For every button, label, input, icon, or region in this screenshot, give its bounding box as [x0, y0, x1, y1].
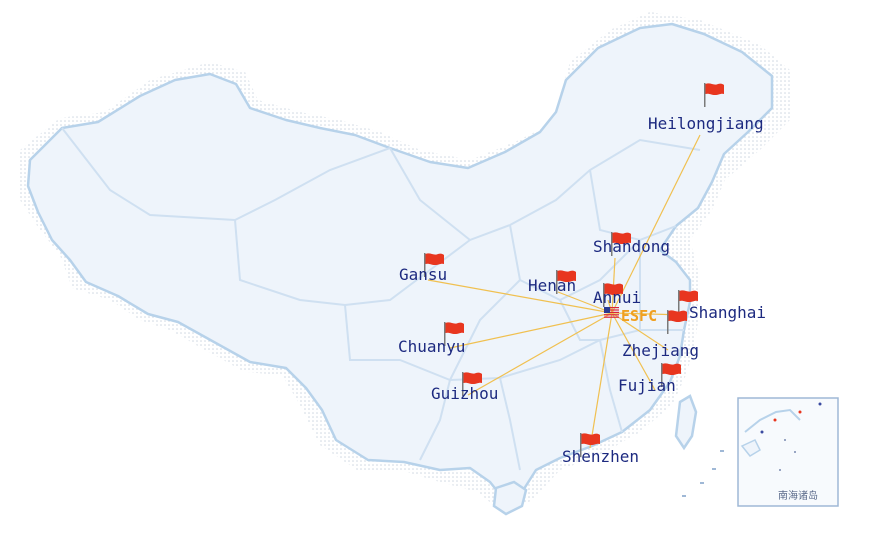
label-zhejiang: Zhejiang	[622, 341, 700, 360]
province-borders	[61, 127, 701, 471]
route-line-gansu	[427, 279, 613, 314]
label-chuanyu: Chuanyu	[398, 337, 466, 356]
label-henan: Henan	[528, 276, 577, 295]
route-lines	[427, 134, 701, 449]
route-line-fujian	[611, 312, 656, 391]
red-flag-icon-shenzhen	[580, 433, 600, 457]
route-line-heilongjiang	[611, 134, 701, 314]
island-marks	[682, 450, 724, 497]
route-line-shenzhen	[589, 312, 613, 449]
label-fujian: Fujian	[618, 376, 676, 395]
label-gansu: Gansu	[399, 265, 448, 284]
route-line-zhejiang	[611, 312, 669, 351]
label-shanghai: Shanghai	[689, 303, 767, 322]
red-flag-icon-henan	[556, 270, 576, 294]
route-line-chuanyu	[449, 312, 613, 349]
red-flag-icon-gansu	[424, 253, 444, 277]
red-flag-icon-zhejiang	[667, 310, 687, 334]
flag-markers	[424, 83, 724, 457]
red-flag-icon-fujian	[661, 363, 681, 387]
hub-label: ESFC	[621, 307, 658, 325]
label-shandong: Shandong	[593, 237, 671, 256]
hainan-island	[492, 480, 528, 516]
red-flag-icon-heilongjiang	[704, 83, 724, 107]
red-flag-icon-guizhou	[462, 372, 482, 396]
us-flag-icon	[604, 307, 619, 318]
route-line-henan	[557, 291, 613, 314]
red-flag-icon-shandong	[611, 232, 631, 256]
route-line-guizhou	[467, 312, 613, 396]
inset-label: 南海诸岛	[778, 491, 818, 502]
china-landmass	[26, 22, 774, 504]
red-flag-icon-anhui	[603, 283, 623, 307]
red-flag-icon-chuanyu	[444, 322, 464, 346]
taiwan-island	[674, 394, 698, 451]
route-line-anhui	[607, 299, 613, 314]
label-guizhou: Guizhou	[431, 384, 499, 403]
label-anhui: Annui	[593, 288, 642, 307]
south-china-sea-inset	[737, 397, 839, 507]
label-shenzhen: Shenzhen	[562, 447, 640, 466]
red-flag-icon-shanghai	[678, 290, 698, 314]
label-heilongjiang: Heilongjiang	[648, 114, 764, 133]
